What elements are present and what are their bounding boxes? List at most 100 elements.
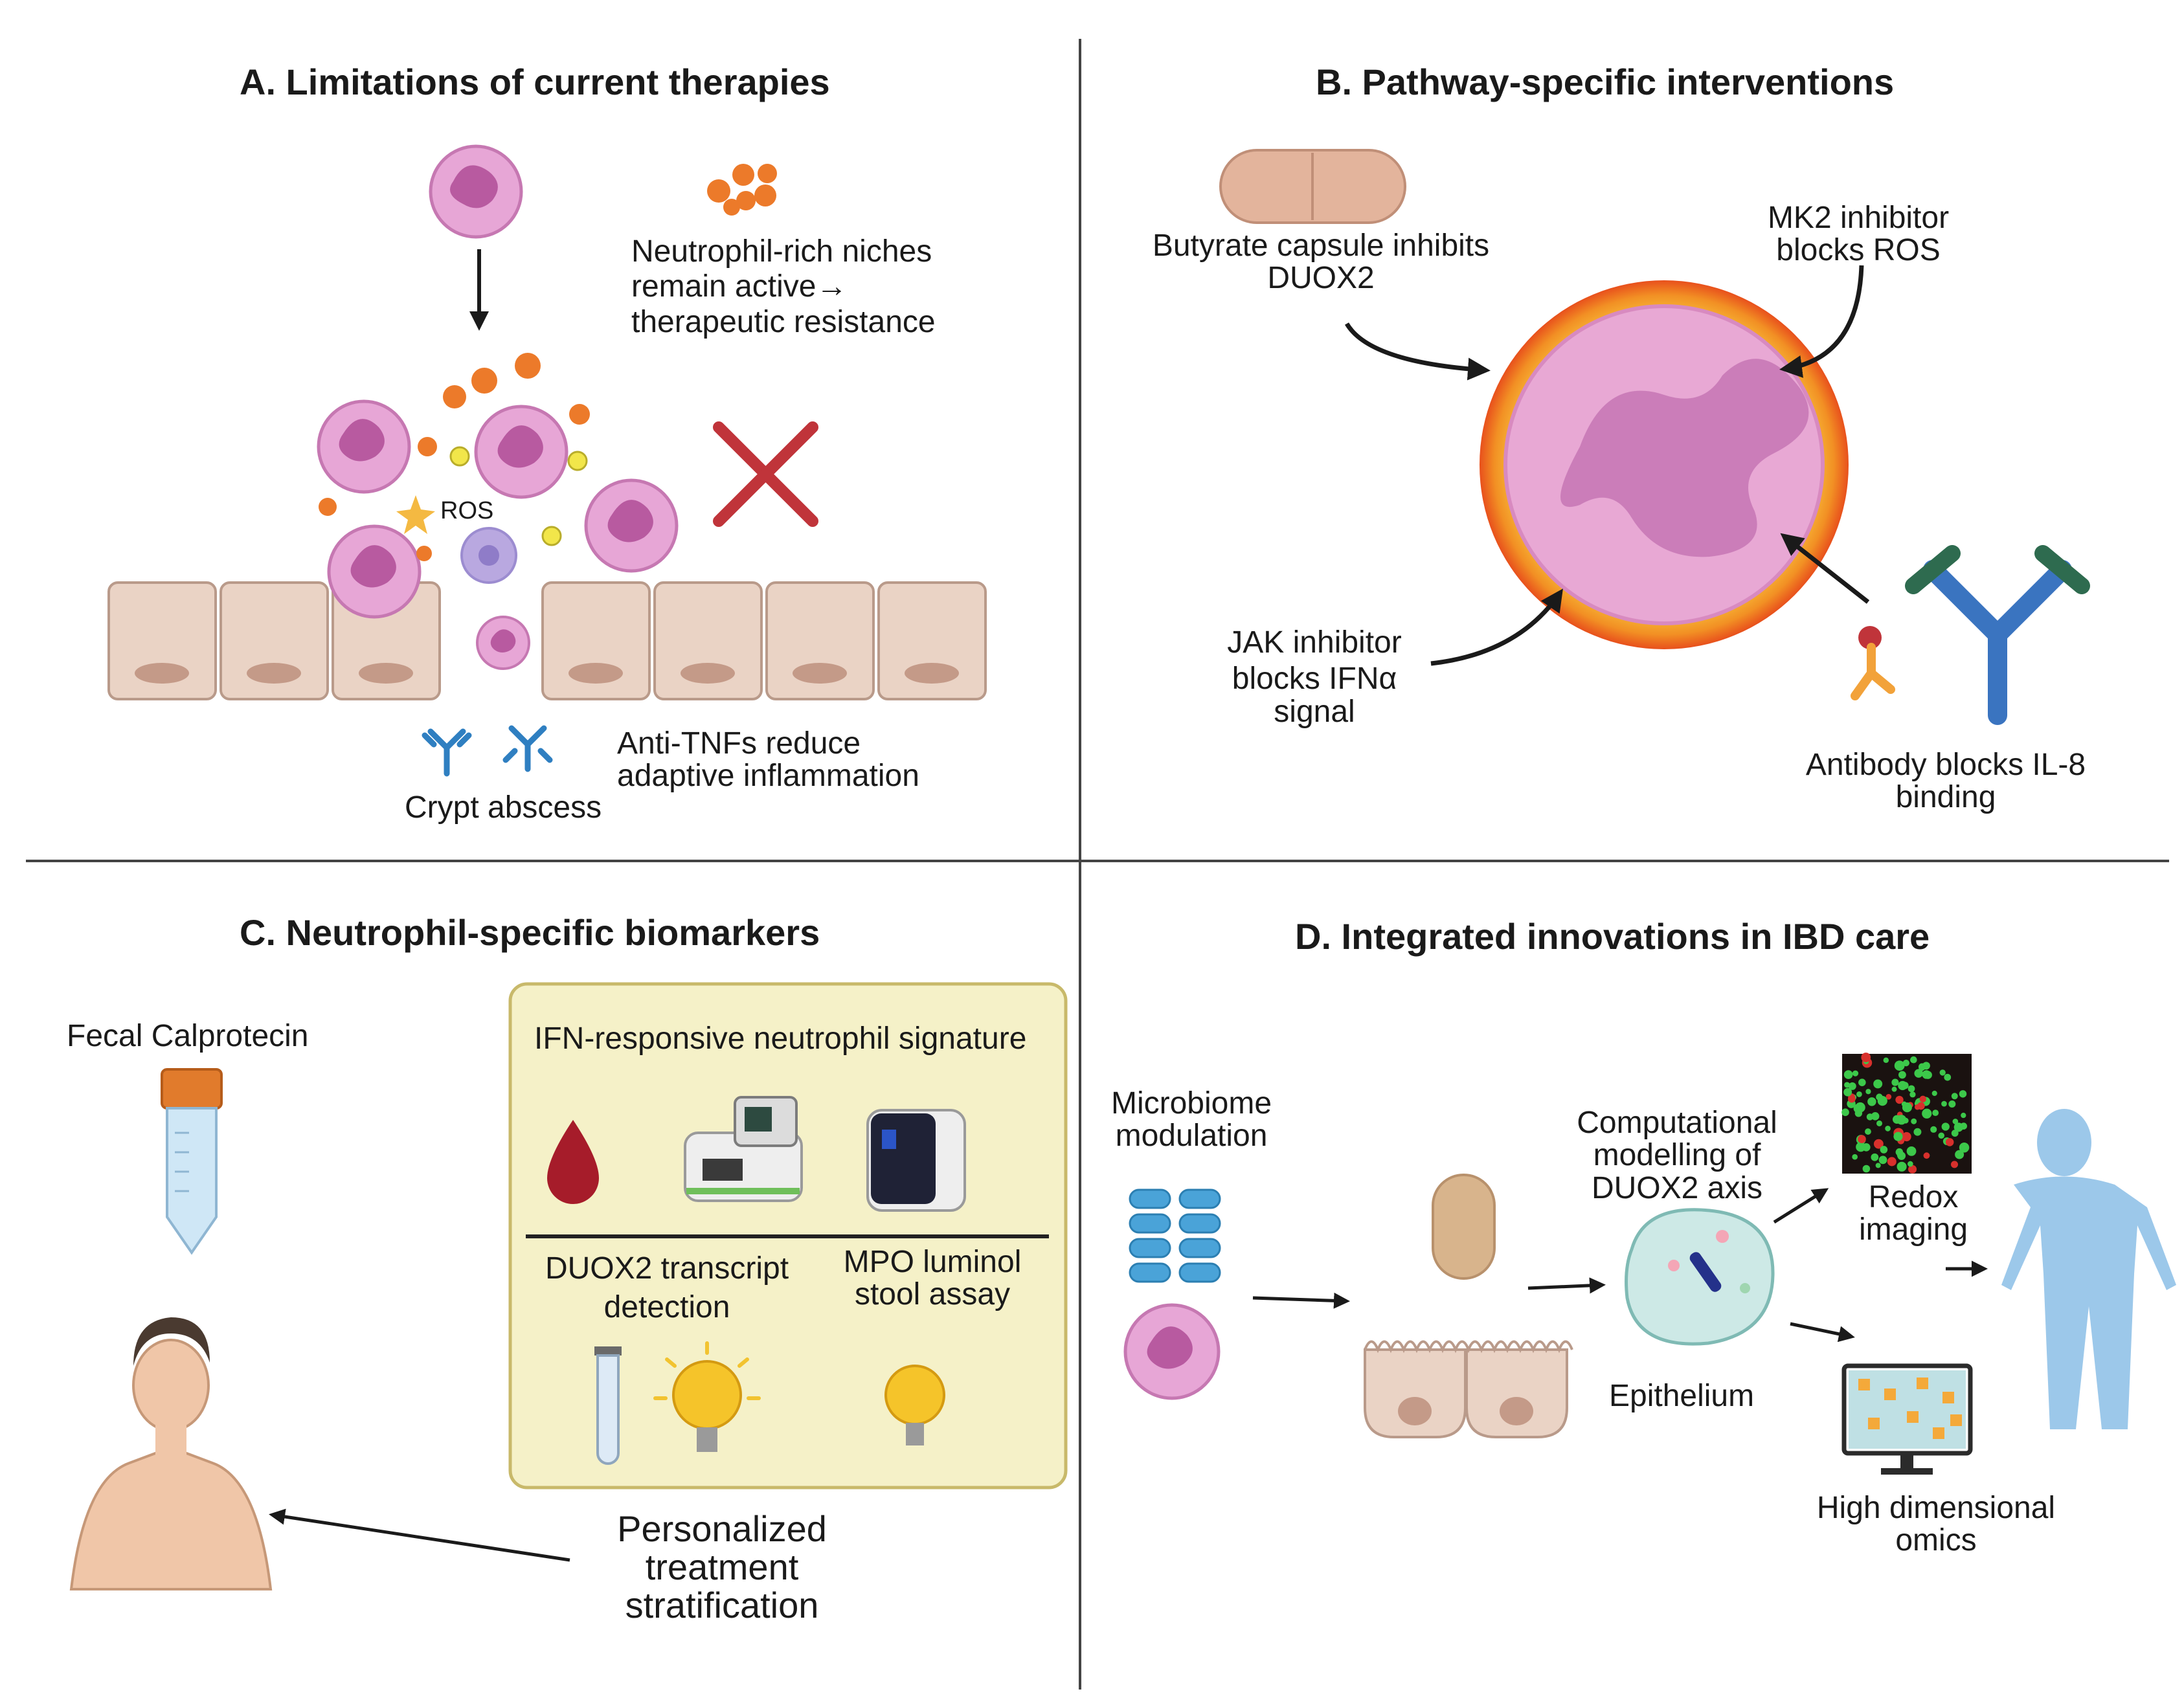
redox-line-2: imaging bbox=[1858, 1212, 1968, 1247]
arrow-to-redox bbox=[1773, 1188, 1829, 1224]
computational-label: Computational modelling of DUOX2 axis bbox=[1567, 1106, 1787, 1205]
antibody-line-1: Antibody blocks IL-8 bbox=[1805, 748, 2086, 782]
butyrate-label: Butyrate capsule inhibits DUOX2 bbox=[1136, 229, 1505, 296]
antibody-line-2: binding bbox=[1895, 780, 1996, 815]
personalized-line-2: treatment bbox=[645, 1546, 799, 1587]
redox-dot bbox=[1867, 1097, 1876, 1106]
redox-dot bbox=[1907, 1161, 1913, 1167]
redox-dot bbox=[1931, 1090, 1937, 1097]
antibody-label: Antibody blocks IL-8 binding bbox=[1784, 748, 2108, 815]
panel-a-graphics bbox=[107, 144, 987, 777]
redox-dot bbox=[1865, 1128, 1871, 1135]
personalized-line-3: stratification bbox=[625, 1584, 819, 1625]
jak-arrow bbox=[1430, 588, 1563, 666]
redox-dot bbox=[1852, 1070, 1859, 1077]
sample-tube-icon bbox=[161, 1068, 223, 1255]
redox-dot bbox=[1955, 1150, 1964, 1159]
redox-dot bbox=[1922, 1108, 1932, 1119]
omics-label: High dimensional omics bbox=[1800, 1491, 2072, 1557]
butyrate-line-2: DUOX2 bbox=[1267, 261, 1375, 296]
capsule-icon bbox=[1219, 149, 1406, 224]
large-antibody-icon bbox=[1905, 545, 2090, 725]
mpo-line-1: MPO luminol bbox=[843, 1245, 1022, 1279]
ros-label: ROS bbox=[440, 497, 494, 524]
redox-dot bbox=[1891, 1086, 1897, 1092]
jak-line-3: signal bbox=[1274, 694, 1355, 729]
neutrophil-cluster bbox=[317, 399, 679, 670]
lightbulb-icon-2 bbox=[884, 1365, 945, 1445]
panel-b-graphics bbox=[1219, 149, 2090, 725]
duox2-line-1: DUOX2 transcript bbox=[545, 1251, 789, 1286]
stratification-arrow bbox=[269, 1508, 570, 1562]
redox-dot bbox=[1876, 1120, 1883, 1126]
duox2-line-2: detection bbox=[603, 1290, 730, 1325]
redox-dot bbox=[1865, 1089, 1871, 1095]
redox-dot bbox=[1843, 1088, 1852, 1097]
redox-dot bbox=[1902, 1132, 1911, 1142]
redox-dot bbox=[1894, 1060, 1905, 1071]
redox-dot bbox=[1959, 1143, 1970, 1153]
redox-dot bbox=[1871, 1153, 1879, 1161]
mpo-line-2: stool assay bbox=[854, 1277, 1011, 1312]
antitnf-label: Anti-TNFs reduce adaptive inflammation bbox=[617, 727, 919, 794]
epithelial-cells-icon bbox=[1364, 1340, 1573, 1438]
redox-dot bbox=[1897, 1117, 1903, 1122]
arrow-2 bbox=[1527, 1277, 1606, 1294]
redox-dot bbox=[1944, 1073, 1952, 1081]
mk2-label: MK2 inhibitor blocks ROS bbox=[1748, 201, 1968, 267]
redox-dot bbox=[1862, 1165, 1871, 1173]
redox-dot bbox=[1906, 1146, 1917, 1156]
redox-dot bbox=[1877, 1095, 1887, 1106]
redox-dot bbox=[1951, 1130, 1959, 1137]
jak-label: JAK inhibitor blocks IFNα signal bbox=[1211, 625, 1418, 729]
redox-dot bbox=[1952, 1119, 1959, 1124]
redox-dot bbox=[1898, 1071, 1906, 1079]
mpo-assay-label: MPO luminol stool assay bbox=[829, 1245, 1036, 1312]
redox-dot bbox=[1848, 1082, 1856, 1090]
redox-dot bbox=[1878, 1155, 1887, 1165]
redox-dot bbox=[1941, 1100, 1947, 1107]
redox-dot bbox=[1911, 1118, 1917, 1124]
jak-line-1: JAK inhibitor bbox=[1227, 625, 1402, 660]
bacteria-icon bbox=[1129, 1188, 1221, 1283]
redox-dot bbox=[1902, 1102, 1912, 1113]
redox-dot bbox=[1939, 1069, 1946, 1076]
patient-figure-icon bbox=[69, 1317, 273, 1590]
personalized-label: Personalized treatment stratification bbox=[583, 1510, 861, 1624]
cell-model-icon bbox=[1625, 1208, 1775, 1346]
redox-dot bbox=[1856, 1091, 1862, 1097]
fecal-calprotectin-label: Fecal Calprotecin bbox=[67, 1019, 309, 1053]
redox-dot bbox=[1950, 1161, 1959, 1168]
comp-line-2: modelling of bbox=[1593, 1138, 1761, 1173]
redox-dot bbox=[1858, 1135, 1866, 1144]
redox-dot bbox=[1891, 1078, 1899, 1086]
redox-dot bbox=[1852, 1154, 1858, 1160]
niches-line-2: remain active→ bbox=[631, 269, 848, 304]
redox-dot bbox=[1919, 1095, 1926, 1103]
personalized-line-1: Personalized bbox=[617, 1508, 827, 1549]
arrow-1 bbox=[1252, 1292, 1350, 1309]
comp-line-3: DUOX2 axis bbox=[1591, 1170, 1763, 1205]
redox-dot bbox=[1853, 1104, 1863, 1113]
signature-box-title: IFN-responsive neutrophil signature bbox=[534, 1021, 1027, 1056]
redox-dot bbox=[1897, 1151, 1905, 1159]
antibody-small-icons bbox=[422, 725, 553, 777]
epithelial-layer bbox=[107, 581, 987, 700]
mk2-arrow bbox=[1779, 265, 1864, 378]
antitnf-line-2: adaptive inflammation bbox=[617, 759, 919, 794]
antibody-arrow bbox=[1780, 533, 1870, 604]
lightbulb-icon bbox=[653, 1341, 761, 1452]
microbiome-label: Microbiome modulation bbox=[1088, 1087, 1295, 1153]
test-tube-icon bbox=[594, 1346, 622, 1465]
redox-dot bbox=[1951, 1093, 1958, 1100]
redox-dot bbox=[1908, 1085, 1915, 1093]
crypt-label: Crypt abscess bbox=[405, 790, 602, 825]
capsule-icon-d bbox=[1432, 1174, 1496, 1280]
mk2-line-1: MK2 inhibitor bbox=[1767, 201, 1950, 235]
redox-dot bbox=[1895, 1095, 1904, 1104]
redox-dot bbox=[1858, 1078, 1866, 1086]
panel-c-graphics bbox=[69, 982, 1068, 1590]
redox-dot bbox=[1914, 1069, 1923, 1078]
panel-a-title: A. Limitations of current therapies bbox=[240, 61, 830, 102]
redox-dot bbox=[1841, 1108, 1849, 1117]
